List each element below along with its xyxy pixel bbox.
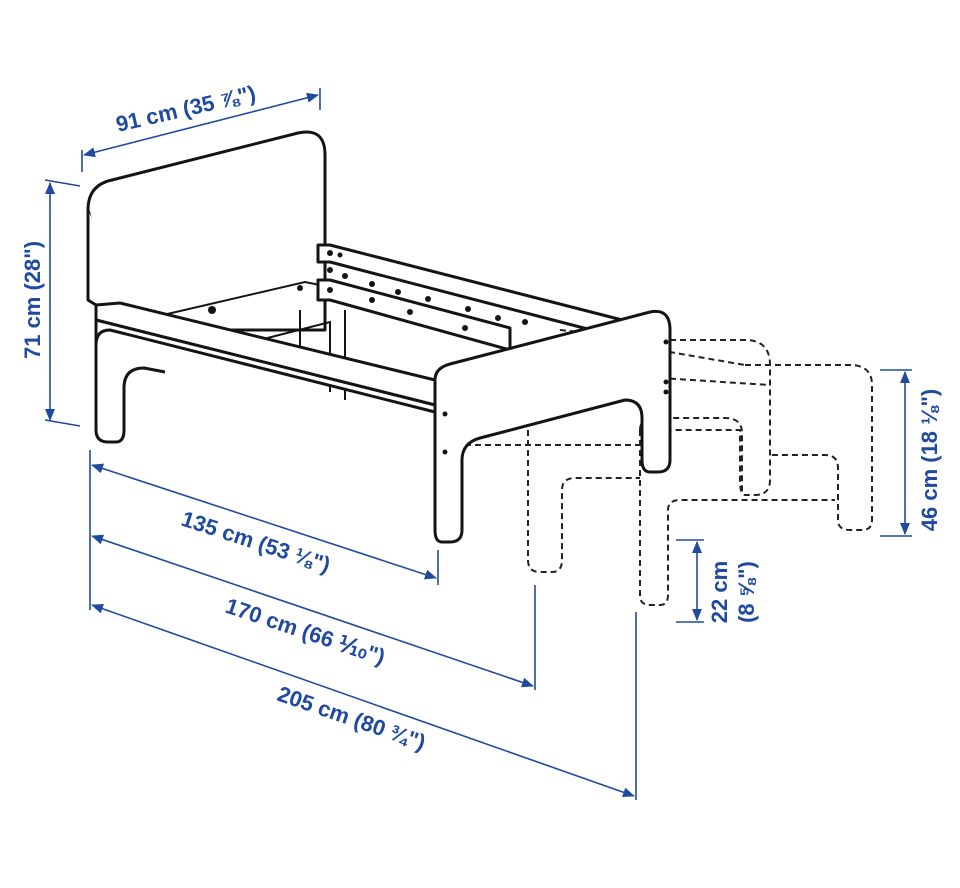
dimension-lines [44, 88, 912, 800]
footboard [433, 309, 672, 544]
side-height-label: 46 cm (18 ⅛") [917, 389, 942, 532]
bed-illustration [86, 130, 873, 606]
clearance-cm-label: 22 cm [707, 561, 732, 623]
length-mid-label: 170 cm (66 ⅒") [222, 593, 388, 670]
clearance-in-label: (8 ⅝") [734, 561, 759, 623]
footboard-holes [442, 339, 669, 455]
height-label: 71 cm (28") [20, 241, 45, 359]
rail-holes [208, 250, 528, 331]
length-long-label: 205 cm (80 ¾") [274, 681, 428, 755]
side-rail-face [94, 318, 437, 414]
length-short-label: 135 cm (53 ⅛") [178, 506, 333, 578]
